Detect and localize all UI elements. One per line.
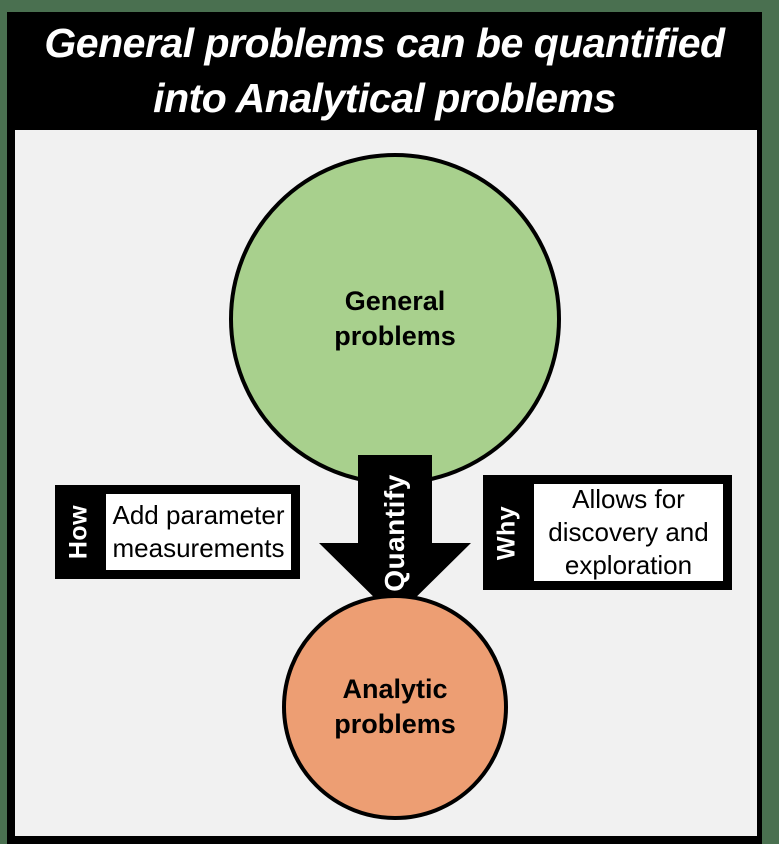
why-content-box: Allows for discovery and exploration	[530, 480, 727, 585]
analytic-problems-circle: Analytic problems	[282, 594, 508, 820]
how-tag-strip: How	[55, 490, 102, 574]
title-bar: General problems can be quantified into …	[7, 12, 762, 130]
why-tag-strip: Why	[483, 480, 530, 585]
page-title: General problems can be quantified into …	[44, 20, 725, 121]
how-tag-label: How	[64, 504, 92, 560]
how-text: Add parameter measurements	[112, 499, 285, 563]
how-content-box: Add parameter measurements	[102, 490, 295, 574]
slide-frame: General problems can be quantified into …	[7, 12, 762, 844]
diagram-canvas: General problems Quantify Analytic probl…	[15, 130, 757, 836]
why-box: Why Allows for discovery and exploration	[483, 475, 732, 590]
general-problems-circle: General problems	[229, 153, 561, 485]
quantify-down-arrow-icon	[319, 455, 471, 618]
general-problems-label: General problems	[334, 285, 456, 351]
how-box: How Add parameter measurements	[55, 485, 300, 579]
why-text: Allows for discovery and exploration	[548, 483, 709, 581]
analytic-problems-label: Analytic problems	[334, 673, 456, 739]
why-tag-label: Why	[492, 505, 520, 560]
